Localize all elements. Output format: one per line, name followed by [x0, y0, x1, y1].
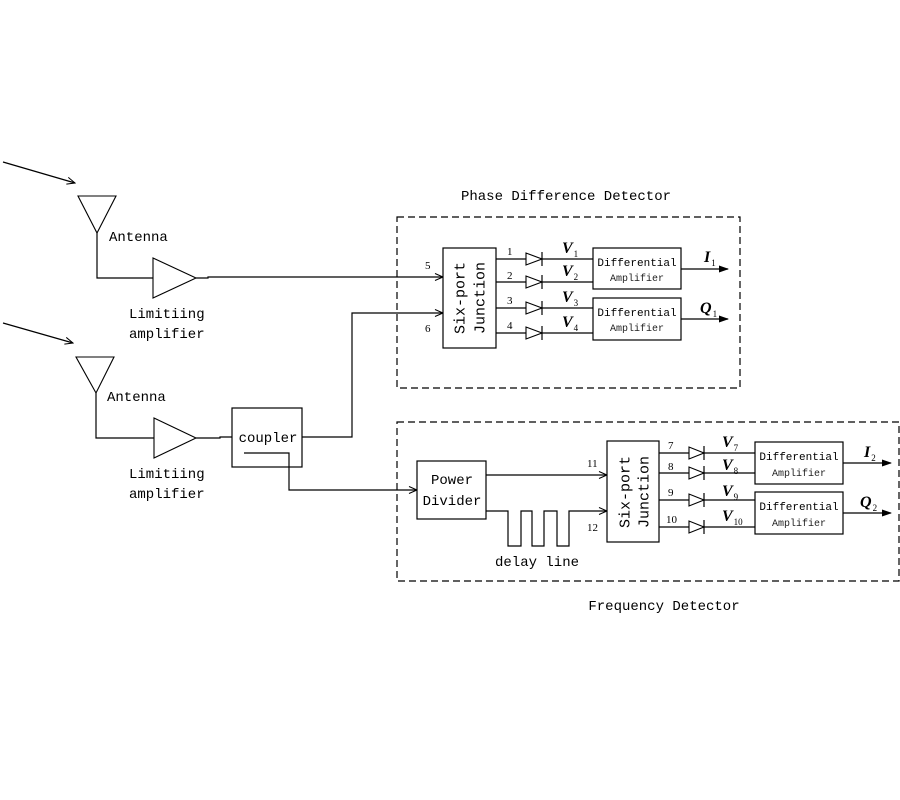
diode-icon: [688, 493, 706, 507]
antenna-feed-wire: [96, 233, 153, 279]
limiting-amplifier-icon: [153, 417, 198, 459]
amplifier-label-line1: Limitiing: [129, 467, 205, 483]
diode-icon: [525, 326, 544, 340]
diff-amp-label-line2: Amplifier: [772, 468, 826, 480]
power-divider-label-line2: Divider: [423, 494, 482, 510]
antenna-label: Antenna: [109, 230, 168, 246]
coupler-label: coupler: [239, 431, 298, 447]
incoming-signal-arrow: [2, 322, 73, 343]
junction-label-line1: Six-port: [453, 262, 470, 334]
output-signal-label: Q2: [860, 494, 877, 513]
incoming-signal-arrow: [2, 161, 75, 183]
frequency-detector: Frequency Detector Power Divider delay l…: [396, 421, 900, 615]
diff-amp-label-line2: Amplifier: [772, 518, 826, 530]
amplifier-label-line1: Limitiing: [129, 307, 205, 323]
diff-amp-label-line1: Differential: [759, 452, 838, 464]
diff-amp-label-line2: Amplifier: [610, 323, 664, 335]
diode-icon: [688, 520, 706, 534]
wire-to-port-6: [302, 313, 443, 438]
input-port-number: 5: [425, 260, 431, 272]
diode-icon: [525, 275, 544, 289]
diode-icon: [688, 466, 706, 480]
output-port-number: 3: [507, 295, 513, 307]
voltage-label: V3: [562, 289, 579, 308]
wire-to-port-5: [196, 277, 443, 278]
output-port-number: 8: [668, 461, 674, 473]
diode-icon: [688, 446, 706, 460]
output-port-number: 9: [668, 487, 674, 499]
power-divider-block: [416, 460, 487, 520]
voltage-label: V2: [562, 263, 578, 282]
output-port-number: 4: [507, 320, 513, 332]
delay-line-label: delay line: [495, 555, 579, 571]
input-port-number: 6: [425, 323, 431, 335]
diff-amp-label-line2: Amplifier: [610, 273, 664, 285]
voltage-label: V9: [722, 483, 739, 502]
diode-icon: [525, 252, 544, 266]
input-port-number: 12: [587, 522, 598, 534]
diode-icon: [525, 301, 544, 315]
voltage-label: V8: [722, 457, 739, 476]
diff-amp-label-line1: Differential: [759, 502, 838, 514]
delay-line-meander: [486, 511, 607, 547]
differential-amplifier-block: [592, 247, 682, 290]
phase-detector-boundary: [396, 216, 741, 389]
coupler-block: [231, 407, 303, 468]
phase-detector-title: Phase Difference Detector: [461, 189, 671, 205]
wire-to-coupler: [196, 436, 232, 439]
antenna-feed-wire: [95, 393, 154, 439]
junction-label-line1: Six-port: [618, 456, 635, 528]
junction-label-line2: Junction: [473, 262, 490, 334]
differential-amplifier-block: [754, 491, 844, 535]
amplifier-label-line2: amplifier: [129, 487, 205, 503]
phase-difference-detector: Phase Difference Detector Six-port Junct…: [396, 189, 741, 389]
voltage-label: V7: [722, 434, 739, 453]
antenna-icon: [75, 356, 115, 395]
voltage-label: V1: [562, 240, 578, 259]
output-port-number: 2: [507, 270, 513, 282]
output-port-number: 10: [666, 514, 678, 526]
frequency-detector-title: Frequency Detector: [588, 599, 739, 615]
six-port-junction-block: [606, 440, 660, 543]
differential-amplifier-block: [754, 441, 844, 485]
diff-amp-label-line1: Differential: [597, 308, 676, 320]
amplifier-label-line2: amplifier: [129, 327, 205, 343]
voltage-label: V10: [722, 508, 743, 527]
six-port-junction-block: [442, 247, 497, 349]
power-divider-label-line1: Power: [431, 473, 473, 489]
input-port-number: 11: [587, 458, 598, 470]
limiting-amplifier-icon: [152, 257, 198, 299]
lower-branch: Antenna Limitiing amplifier coupler: [2, 313, 443, 503]
antenna-icon: [77, 195, 117, 235]
differential-amplifier-block: [592, 297, 682, 341]
output-port-number: 7: [668, 440, 674, 452]
junction-label-line2: Junction: [637, 456, 654, 528]
output-signal-label: I2: [863, 444, 876, 463]
coupled-wire-to-power-divider: [244, 452, 417, 490]
output-signal-label: I1: [703, 249, 716, 268]
output-port-number: 1: [507, 246, 513, 258]
diff-amp-label-line1: Differential: [597, 258, 676, 270]
voltage-label: V4: [562, 314, 579, 333]
output-signal-label: Q1: [700, 300, 717, 319]
upper-branch: Antenna Limitiing amplifier: [2, 161, 443, 343]
antenna-label: Antenna: [107, 390, 166, 406]
